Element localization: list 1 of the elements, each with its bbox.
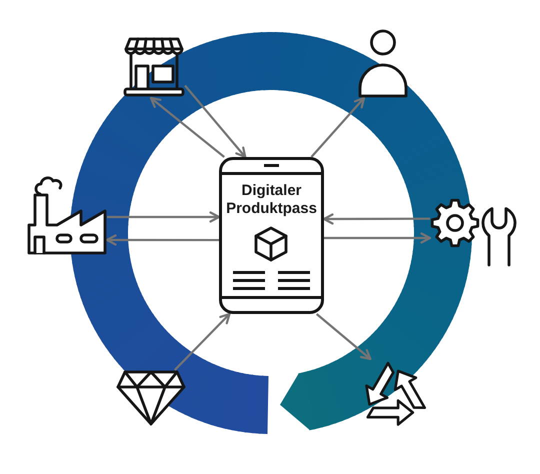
screen-title: Digitaler Produktpass — [225, 182, 318, 218]
